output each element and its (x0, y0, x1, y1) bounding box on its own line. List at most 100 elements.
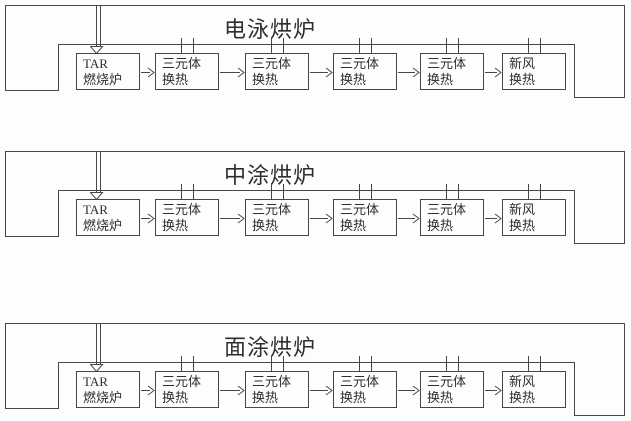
flow-line (310, 218, 328, 219)
frame-top-line (5, 151, 625, 152)
section-title: 中涂烘炉 (223, 163, 316, 188)
box-label-line2: 换热 (162, 218, 189, 233)
box-ternary-heat-exchanger: 三元体换热 (420, 371, 484, 408)
right-arrow-icon (494, 213, 502, 224)
box-label-line1: TAR (83, 202, 108, 217)
right-duct-inner-line (574, 190, 575, 244)
left-duct-bottom-line (5, 90, 59, 91)
box-label-line2: 换热 (162, 72, 189, 87)
right-arrow-icon (325, 67, 333, 78)
left-duct-bottom-line (5, 408, 59, 409)
box-label-line2: 换热 (427, 218, 454, 233)
pipe-tick-line (458, 38, 459, 53)
right-arrow-icon (147, 385, 155, 396)
box-label-line2: 换热 (427, 390, 454, 405)
flow-line (398, 72, 415, 73)
down-arrow-icon (90, 364, 104, 373)
box-ternary-heat-exchanger: 三元体换热 (155, 371, 219, 408)
box-label-line1: 新风 (509, 56, 536, 71)
pipe-tick-line (181, 356, 182, 371)
inner-ceiling-line (58, 362, 575, 363)
pipe-tick-line (359, 184, 360, 199)
inner-ceiling-line (58, 190, 575, 191)
pipe-tick-line (371, 38, 372, 53)
left-duct-inner-line (58, 44, 59, 91)
left-duct-inner-line (58, 190, 59, 237)
flow-line (310, 72, 328, 73)
left-duct-inner-line (58, 362, 59, 409)
section-title: 电泳烘炉 (223, 17, 316, 42)
box-label-line1: 三元体 (427, 202, 467, 217)
inlet-pipe-line (96, 151, 97, 193)
box-label-line1: 三元体 (162, 56, 202, 71)
pipe-tick-line (193, 38, 194, 53)
box-label-line2: 换热 (340, 218, 367, 233)
frame-right-line (624, 323, 625, 416)
box-label-line1: 三元体 (252, 374, 292, 389)
box-label-line2: 换热 (252, 390, 279, 405)
flow-line (485, 218, 497, 219)
box-label-line2: 换热 (252, 218, 279, 233)
box-ternary-heat-exchanger: 三元体换热 (333, 53, 397, 90)
box-ternary-heat-exchanger: 三元体换热 (333, 199, 397, 236)
box-ternary-heat-exchanger: 三元体换热 (245, 371, 309, 408)
box-label-line1: 三元体 (340, 374, 380, 389)
box-fresh-air-heat-exchanger: 新风换热 (502, 53, 566, 90)
pipe-tick-line (271, 356, 272, 371)
box-ternary-heat-exchanger: 三元体换热 (245, 53, 309, 90)
frame-top-line (5, 323, 625, 324)
frame-left-line (5, 151, 6, 237)
pipe-tick-line (446, 356, 447, 371)
box-label-line2: 燃烧炉 (83, 390, 123, 405)
flow-line (310, 390, 328, 391)
box-fresh-air-heat-exchanger: 新风换热 (502, 371, 566, 408)
pipe-tick-line (359, 356, 360, 371)
pipe-tick-line (528, 356, 529, 371)
pipe-tick-line (181, 184, 182, 199)
pipe-tick-line (446, 38, 447, 53)
box-label-line2: 换热 (252, 72, 279, 87)
flow-line (220, 390, 240, 391)
left-duct-bottom-line (5, 236, 59, 237)
pipe-tick-line (283, 184, 284, 199)
inlet-pipe-line (96, 5, 97, 47)
box-label-line1: 三元体 (340, 56, 380, 71)
flow-line (220, 72, 240, 73)
pipe-tick-line (528, 38, 529, 53)
box-label-line2: 燃烧炉 (83, 72, 123, 87)
box-fresh-air-heat-exchanger: 新风换热 (502, 199, 566, 236)
box-label-line1: 三元体 (427, 374, 467, 389)
pipe-tick-line (371, 356, 372, 371)
box-label-line1: 三元体 (252, 202, 292, 217)
pipe-tick-line (446, 184, 447, 199)
box-label-line2: 换热 (509, 390, 536, 405)
right-arrow-icon (237, 385, 245, 396)
right-arrow-icon (237, 213, 245, 224)
box-ternary-heat-exchanger: 三元体换热 (155, 53, 219, 90)
frame-left-line (5, 5, 6, 91)
right-duct-bottom-line (574, 415, 625, 416)
box-label-line1: 三元体 (427, 56, 467, 71)
box-label-line2: 换热 (162, 390, 189, 405)
right-arrow-icon (412, 385, 420, 396)
flow-line (485, 390, 497, 391)
frame-top-line (5, 5, 625, 6)
down-arrow-icon (90, 46, 104, 55)
box-ternary-heat-exchanger: 三元体换热 (420, 53, 484, 90)
pipe-tick-line (528, 184, 529, 199)
flow-line (220, 218, 240, 219)
box-label-line2: 换热 (340, 390, 367, 405)
frame-left-line (5, 323, 6, 409)
inlet-pipe-line (100, 323, 101, 365)
inner-ceiling-line (58, 44, 575, 45)
box-label-line2: 换热 (509, 218, 536, 233)
flow-line (398, 390, 415, 391)
pipe-tick-line (359, 38, 360, 53)
pipe-tick-line (193, 356, 194, 371)
inlet-pipe-line (96, 323, 97, 365)
